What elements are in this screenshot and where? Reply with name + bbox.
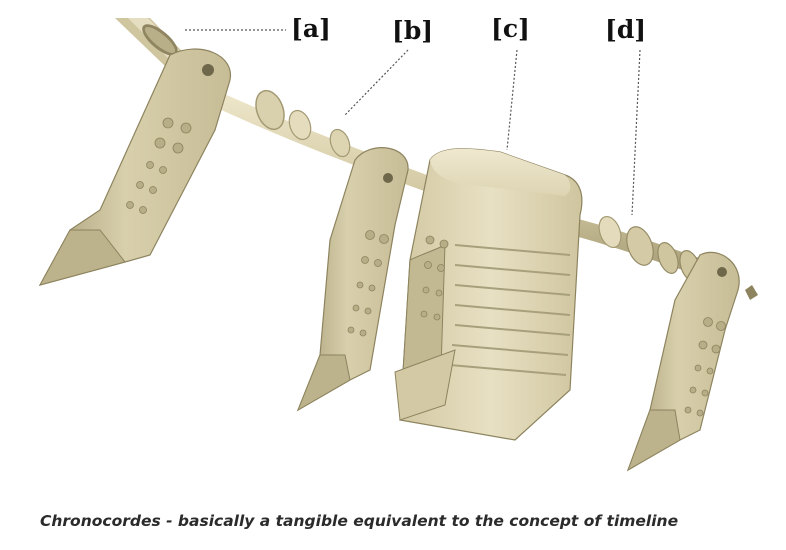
label-b: [b] xyxy=(392,16,434,45)
chronocordes-photo xyxy=(38,18,758,472)
label-a: [a] xyxy=(291,14,331,43)
leader-line-b xyxy=(344,49,409,116)
cord xyxy=(200,85,720,282)
leader-line-c xyxy=(506,49,518,151)
label-c: [c] xyxy=(491,14,530,43)
tag-right xyxy=(626,251,758,472)
central-block xyxy=(394,148,583,441)
tag-left xyxy=(38,48,231,286)
caption: Chronocordes - basically a tangible equi… xyxy=(40,512,679,530)
leader-lines xyxy=(185,29,641,216)
label-d: [d] xyxy=(605,15,647,44)
tag-middle xyxy=(296,147,409,412)
leader-line-d xyxy=(631,49,641,216)
